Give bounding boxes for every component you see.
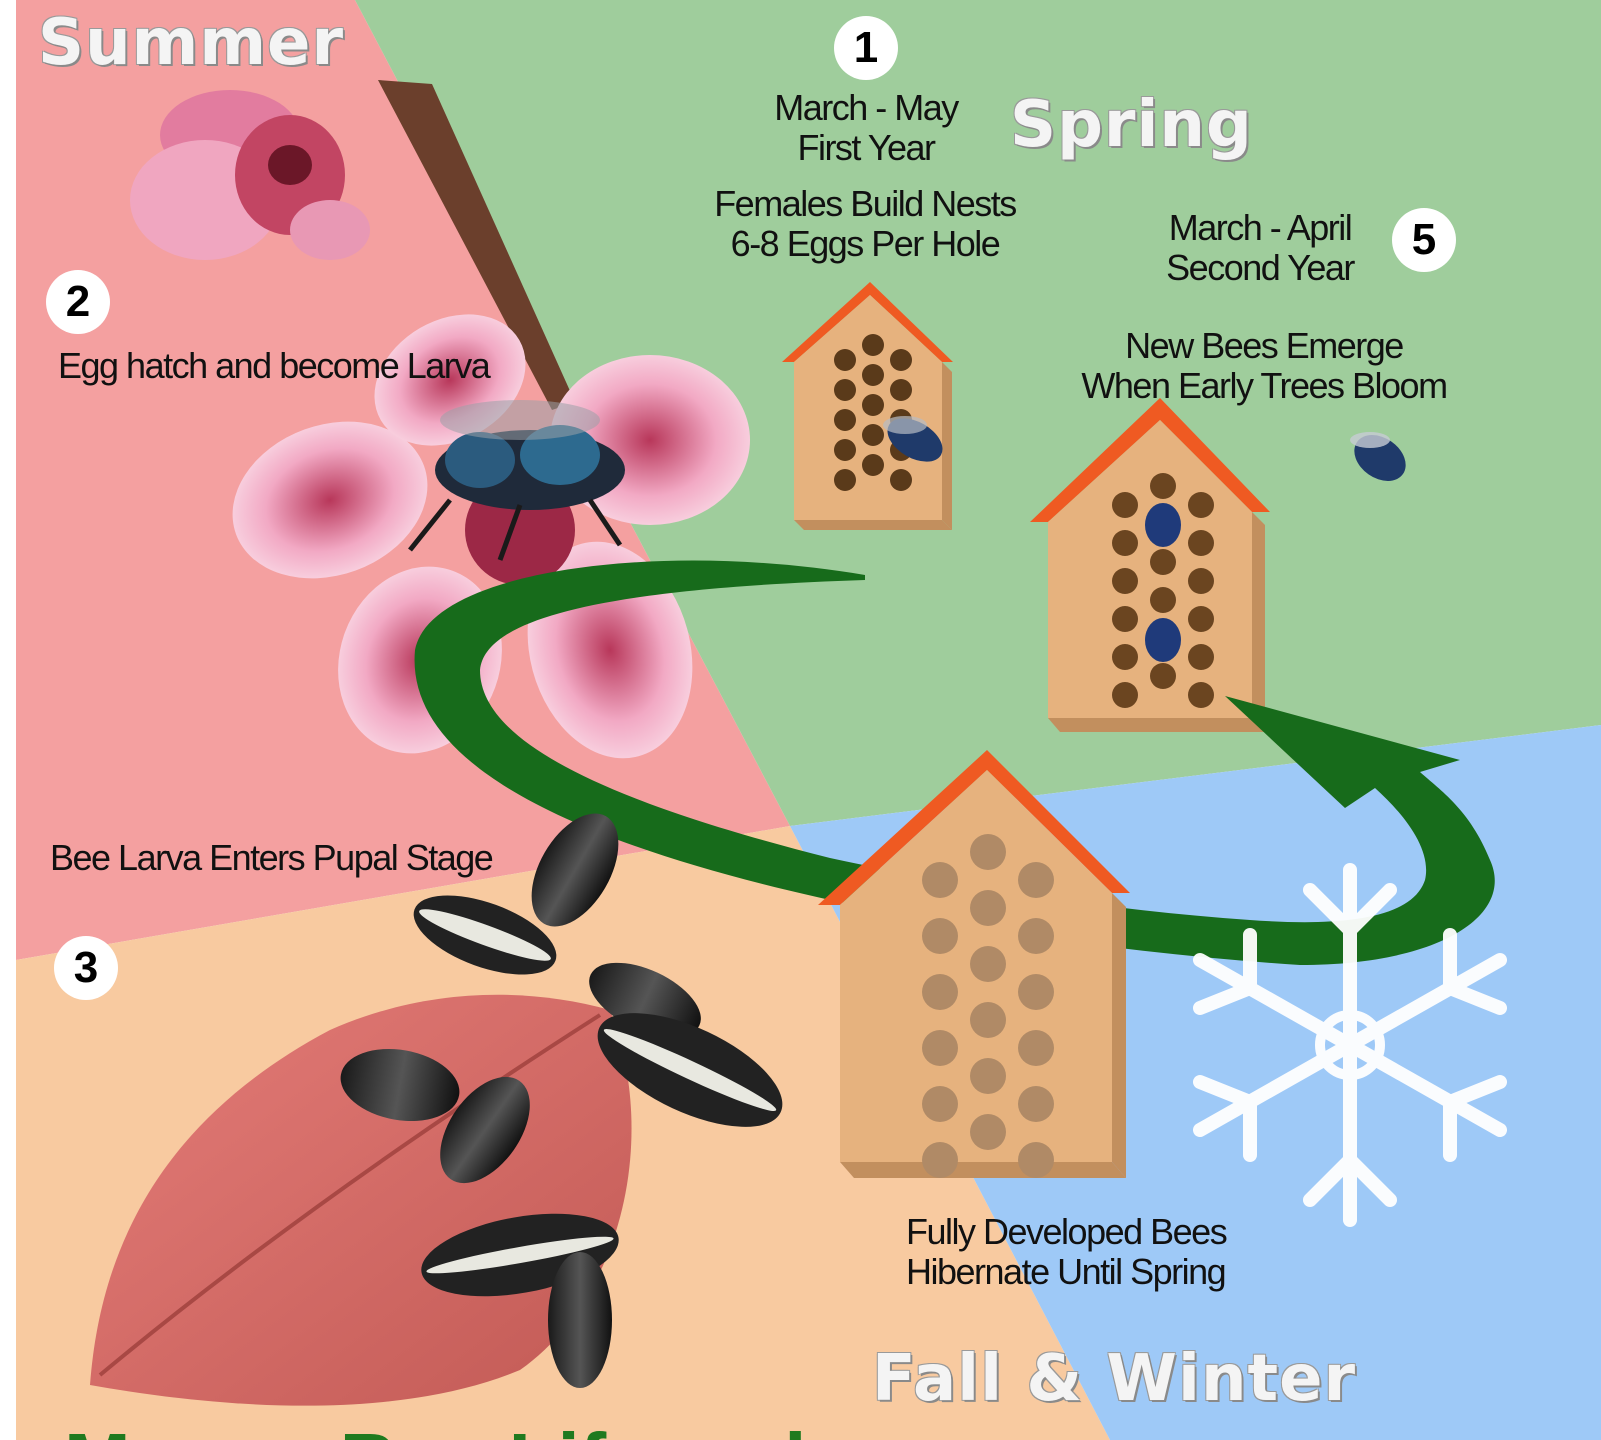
nest-hole [1112,492,1138,518]
season-summer: Summer [38,6,344,80]
step-5-date-line: March - April [1150,208,1370,248]
nest-hole [1018,1030,1054,1066]
step-1-detail-line: Females Build Nests [690,184,1040,224]
nest-hole [970,1002,1006,1038]
step-5-date-line: Second Year [1150,248,1370,288]
nest-hole [1018,1142,1054,1178]
step-3-label: Bee Larva Enters Pupal Stage [50,838,492,878]
step-1-number: 1 [834,16,898,80]
step-2-label: Egg hatch and become Larva [58,346,489,386]
nest-hole [1112,682,1138,708]
season-spring: Spring [1010,88,1253,162]
nest-hole [970,1058,1006,1094]
nest-hole [862,334,884,356]
nest-hole [1112,644,1138,670]
nest-hole [834,409,856,431]
step-1-date: March - May First Year [756,88,976,168]
nest-hole [1112,530,1138,556]
nest-hole [862,394,884,416]
step-4-label: Fully Developed Bees Hibernate Until Spr… [906,1212,1226,1292]
nest-hole [922,918,958,954]
nest-hole [1188,530,1214,556]
step-4-label-line: Hibernate Until Spring [906,1252,1226,1292]
step-1-detail-line: 6-8 Eggs Per Hole [690,224,1040,264]
nest-hole [970,890,1006,926]
nest-hole [1188,682,1214,708]
nest-hole [1188,644,1214,670]
nest-hole [862,364,884,386]
nest-hole [834,379,856,401]
nest-hole [1018,974,1054,1010]
nest-hole [862,454,884,476]
step-5-detail: New Bees Emerge When Early Trees Bloom [1064,326,1464,406]
step-2-number: 2 [46,270,110,334]
nest-hole [1018,918,1054,954]
step-5-date: March - April Second Year [1150,208,1370,288]
season-fall-winter: Fall & Winter [872,1342,1356,1416]
nest-hole [890,379,912,401]
nest-hole [1018,1086,1054,1122]
nest-hole [1112,568,1138,594]
nest-hole [970,946,1006,982]
nest-hole [834,349,856,371]
step-1-date-line: March - May [756,88,976,128]
nest-hole [922,974,958,1010]
nest-hole [834,469,856,491]
nest-hole [970,1114,1006,1150]
step-5-number: 5 [1392,208,1456,272]
diagram-title: Mason Bee Lifecycle [64,1416,851,1440]
nest-hole [1188,606,1214,632]
nest-hole [922,1030,958,1066]
step-5-detail-line: When Early Trees Bloom [1064,366,1464,406]
nest-hole [862,424,884,446]
nest-hole [1188,492,1214,518]
nest-hole [922,1086,958,1122]
nest-hole [890,349,912,371]
nest-hole [1150,663,1176,689]
nest-hole [1150,473,1176,499]
nest-hole [922,1142,958,1178]
nest-hole [1112,606,1138,632]
nest-hole [922,862,958,898]
nest-hole [890,469,912,491]
step-1-date-line: First Year [756,128,976,168]
step-3-number: 3 [54,936,118,1000]
nest-hole [1150,549,1176,575]
nest-hole [834,439,856,461]
step-5-detail-line: New Bees Emerge [1064,326,1464,366]
nest-hole [970,834,1006,870]
nest-hole [1150,587,1176,613]
nest-hole [1188,568,1214,594]
step-1-detail: Females Build Nests 6-8 Eggs Per Hole [690,184,1040,264]
step-4-label-line: Fully Developed Bees [906,1212,1226,1252]
nest-hole [1018,862,1054,898]
